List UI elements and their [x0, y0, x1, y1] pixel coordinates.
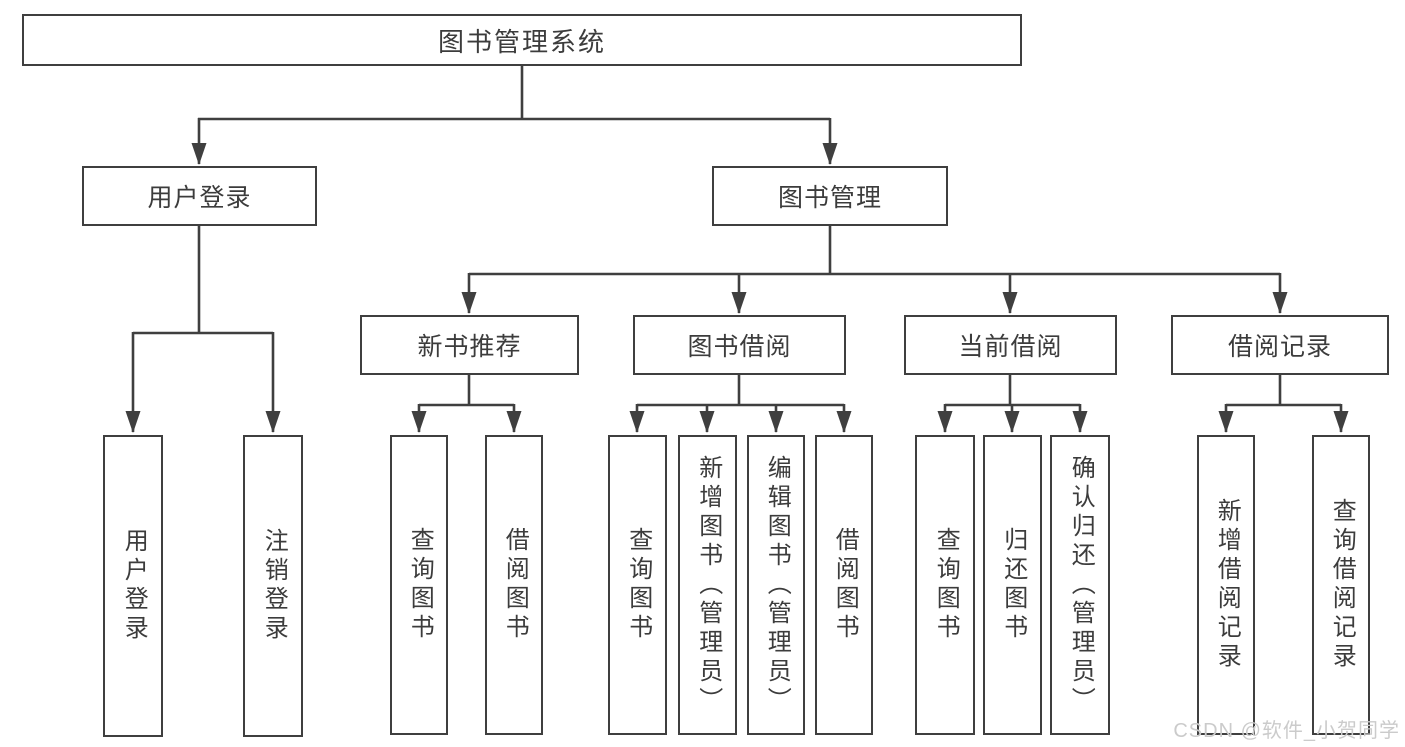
node-book-borrowing: 图书借阅 — [633, 315, 846, 375]
csdn-watermark: CSDN @软件_小贺同学 — [1173, 720, 1400, 742]
node-new-book-recommendation: 新书推荐 — [360, 315, 579, 375]
leaf-query-borrow-record: 查询借阅记录 — [1312, 435, 1370, 735]
connector-borrowing-records-to-leaves — [1218, 375, 1349, 433]
node-label: 确认归还（管理员） — [1067, 454, 1095, 716]
leaf-query-books-borrowing: 查询图书 — [608, 435, 667, 735]
leaf-query-books-current: 查询图书 — [915, 435, 975, 735]
connector-new-book-recommendation-to-leaves — [411, 375, 522, 433]
leaf-query-books-recommendation: 查询图书 — [390, 435, 448, 735]
node-current-borrowing: 当前借阅 — [904, 315, 1117, 375]
leaf-add-borrow-record: 新增借阅记录 — [1197, 435, 1255, 735]
node-label: 借阅图书 — [501, 527, 529, 643]
leaf-return-books: 归还图书 — [983, 435, 1042, 735]
node-label: 新增图书（管理员） — [694, 454, 722, 716]
connector-current-borrowing-to-leaves — [937, 375, 1088, 433]
node-label: 图书借阅 — [687, 333, 792, 361]
node-label: 用户登录 — [147, 184, 252, 212]
leaf-user-login: 用户登录 — [103, 435, 163, 737]
node-label: 用户登录 — [120, 528, 148, 644]
node-label: 图书管理系统 — [437, 26, 606, 57]
connector-book-management-to-level3 — [461, 226, 1288, 314]
leaf-add-books-admin: 新增图书（管理员） — [678, 435, 737, 735]
connector-user-login-to-leaves — [125, 226, 281, 433]
node-label: 查询图书 — [932, 527, 960, 643]
node-label: 查询借阅记录 — [1328, 498, 1356, 672]
connector-root-to-level2 — [191, 66, 838, 165]
connector-book-borrowing-to-leaves — [629, 375, 852, 433]
node-label: 编辑图书（管理员） — [763, 454, 791, 716]
node-label: 注销登录 — [260, 528, 288, 644]
node-label: 新书推荐 — [417, 333, 522, 361]
leaf-borrow-books-recommendation: 借阅图书 — [485, 435, 543, 735]
node-book-management: 图书管理 — [712, 166, 948, 226]
node-label: 新增借阅记录 — [1213, 498, 1241, 672]
leaf-borrow-books-borrowing: 借阅图书 — [815, 435, 873, 735]
node-user-login: 用户登录 — [82, 166, 317, 226]
node-label: 借阅记录 — [1227, 333, 1332, 361]
node-label: 当前借阅 — [958, 333, 1063, 361]
node-borrowing-records: 借阅记录 — [1171, 315, 1389, 375]
leaf-confirm-return-admin: 确认归还（管理员） — [1050, 435, 1110, 735]
node-label: 查询图书 — [406, 527, 434, 643]
leaf-logout: 注销登录 — [243, 435, 303, 737]
leaf-edit-books-admin: 编辑图书（管理员） — [747, 435, 805, 735]
node-label: 图书管理 — [777, 184, 882, 212]
node-label: 查询图书 — [624, 527, 652, 643]
node-label: 归还图书 — [999, 527, 1027, 643]
node-label: 借阅图书 — [831, 527, 859, 643]
node-library-management-system: 图书管理系统 — [22, 14, 1022, 66]
